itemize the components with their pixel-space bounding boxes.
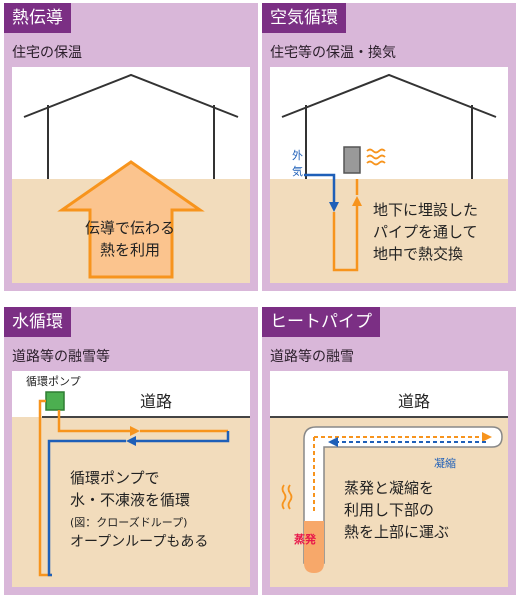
panel-conduction: 熱伝導 住宅の保温 伝導で伝わる 熱を利用 xyxy=(4,3,258,291)
panel-heat-pipe: ヒートパイプ 道路等の融雪 道路 凝縮 蒸発 蒸発と凝縮を 利用し下部の 熱を上… xyxy=(262,307,516,595)
scene: 循環ポンプ 道路 循環ポンプで 水・不凍液を循環 (図：クローズドループ) オー… xyxy=(12,371,250,587)
road-label: 道路 xyxy=(140,392,173,411)
panel-subtitle: 道路等の融雪 xyxy=(270,349,354,365)
house-roof xyxy=(281,73,497,118)
pump-label: 循環ポンプ xyxy=(26,375,81,388)
panel-tag: 空気循環 xyxy=(262,3,346,33)
panel-tag: 水循環 xyxy=(4,307,71,337)
panel-tag: 熱伝導 xyxy=(4,3,71,33)
intake-arrowhead xyxy=(329,202,339,212)
heatpipe-body-line-2: 利用し下部の xyxy=(344,501,435,519)
conduction-illustration xyxy=(12,73,250,283)
panel-subtitle: 道路等の融雪等 xyxy=(12,349,110,365)
air-body-line-1: 地下に埋設した xyxy=(373,201,479,219)
panel-subtitle: 住宅等の保温・換気 xyxy=(270,45,396,61)
evaporation-zone xyxy=(304,521,324,573)
panel-air-circulation: 空気循環 住宅等の保温・換気 外 気 地下に埋設した パイプを通して 地中で熱交… xyxy=(262,3,516,291)
warm-air-icon xyxy=(366,148,386,166)
water-body-line-2: 水・不凍液を循環 xyxy=(70,491,191,509)
ground xyxy=(12,417,250,587)
arrow-text-line-1: 伝導で伝わる xyxy=(85,219,176,237)
water-illustration xyxy=(12,391,250,587)
heatpipe-illustration xyxy=(270,416,508,587)
heatpipe-body-line-1: 蒸発と凝縮を xyxy=(344,479,435,497)
return-pipe-down xyxy=(47,439,126,577)
scene: 道路 凝縮 蒸発 蒸発と凝縮を 利用し下部の 熱を上部に運ぶ xyxy=(270,371,508,587)
return-pipe xyxy=(332,204,359,272)
heat-arrow xyxy=(57,160,205,279)
loop-outer-orange xyxy=(38,399,52,577)
condensate-arrowhead xyxy=(328,437,338,447)
condense-label: 凝縮 xyxy=(434,457,456,470)
panel-subtitle: 住宅の保温 xyxy=(12,45,82,61)
return-pipe xyxy=(134,431,230,443)
air-body-line-3: 地中で熱交換 xyxy=(373,245,464,263)
return-arrowhead xyxy=(352,196,362,206)
water-note: (図：クローズドループ) xyxy=(70,516,188,529)
ground-heat-icon xyxy=(281,484,293,510)
vapor-arrowhead xyxy=(482,432,492,442)
heatpipe-body-line-3: 熱を上部に運ぶ xyxy=(344,523,450,541)
intake-pipe xyxy=(304,173,336,204)
air-unit xyxy=(343,146,361,174)
panel-tag: ヒートパイプ xyxy=(262,307,380,337)
scene: 伝導で伝わる 熱を利用 xyxy=(12,67,250,283)
panel-water-circulation: 水循環 道路等の融雪等 循環ポンプ 道路 循環ポンプで 水・不凍液を循環 (図：… xyxy=(4,307,258,595)
water-body-line-3: オープンループもある xyxy=(70,534,209,550)
return-arrowhead xyxy=(126,436,136,446)
arrow-text-line-2: 熱を利用 xyxy=(100,241,161,259)
pump-box xyxy=(45,391,65,411)
evaporate-label: 蒸発 xyxy=(294,533,316,546)
outside-air-label-2: 気 xyxy=(292,165,303,178)
outside-air-label-1: 外 xyxy=(292,149,303,162)
supply-arrowhead xyxy=(130,426,140,436)
air-body-line-2: パイプを通して xyxy=(373,223,478,241)
road-label: 道路 xyxy=(398,392,431,411)
house-roof xyxy=(23,73,239,118)
air-illustration xyxy=(270,73,508,283)
water-body-line-1: 循環ポンプで xyxy=(70,469,160,487)
supply-pipe xyxy=(57,410,132,433)
ground xyxy=(270,179,508,283)
scene: 外 気 地下に埋設した パイプを通して 地中で熱交換 xyxy=(270,67,508,283)
